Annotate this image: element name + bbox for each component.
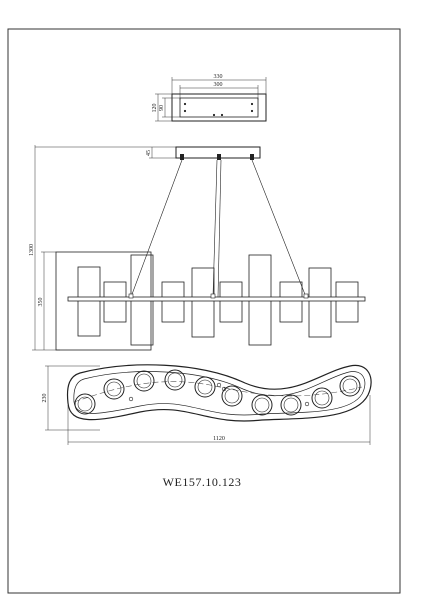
- shade-height-label: 350: [38, 298, 44, 307]
- light-rings: [74, 369, 361, 416]
- glass-panel: [161, 281, 185, 323]
- top-inner-depth-label: 90: [159, 105, 165, 111]
- light-ring: [221, 385, 243, 407]
- top-inner-width-label: 300: [214, 82, 223, 88]
- light-ring: [164, 369, 186, 391]
- light-ring: [251, 394, 273, 416]
- light-ring: [280, 394, 302, 416]
- bottom-depth-label: 230: [42, 394, 48, 403]
- light-bar: [67, 296, 366, 302]
- total-height-label: 1300: [29, 244, 35, 256]
- light-ring: [103, 378, 125, 400]
- bottom-bar-outer: [66, 364, 372, 422]
- top-outer-depth-label: 120: [152, 104, 158, 113]
- bottom-length-label: 1120: [213, 436, 225, 442]
- light-ring: [74, 393, 96, 415]
- glass-panel: [103, 281, 127, 323]
- light-ring: [311, 387, 333, 409]
- canopy-height-label: 45: [146, 150, 152, 156]
- bottom-bar-inner: [73, 371, 366, 416]
- suspension-cable-left: [130, 159, 183, 298]
- light-ring: [194, 376, 216, 398]
- glass-panel: [335, 281, 359, 323]
- glass-panel: [77, 266, 101, 337]
- top-outer-width-label: 330: [214, 74, 223, 80]
- top-view: 330 300 120 90: [152, 74, 267, 122]
- suspension-cable-right: [251, 159, 307, 298]
- glass-panel: [308, 267, 332, 338]
- light-ring: [133, 370, 155, 392]
- model-number: WE157.10.123: [163, 475, 242, 489]
- light-ring: [339, 375, 361, 397]
- bottom-view: 230 1120: [42, 364, 372, 445]
- bottom-bar-centerline: [73, 381, 363, 403]
- glass-panel: [279, 281, 303, 323]
- glass-panel: [219, 281, 243, 323]
- drawing-frame: [7, 28, 401, 594]
- front-view: 1300 45 350: [29, 145, 366, 351]
- canopy-plate-inner: [179, 97, 259, 118]
- canopy-plate-outline: [171, 93, 267, 122]
- glass-panel: [191, 267, 215, 338]
